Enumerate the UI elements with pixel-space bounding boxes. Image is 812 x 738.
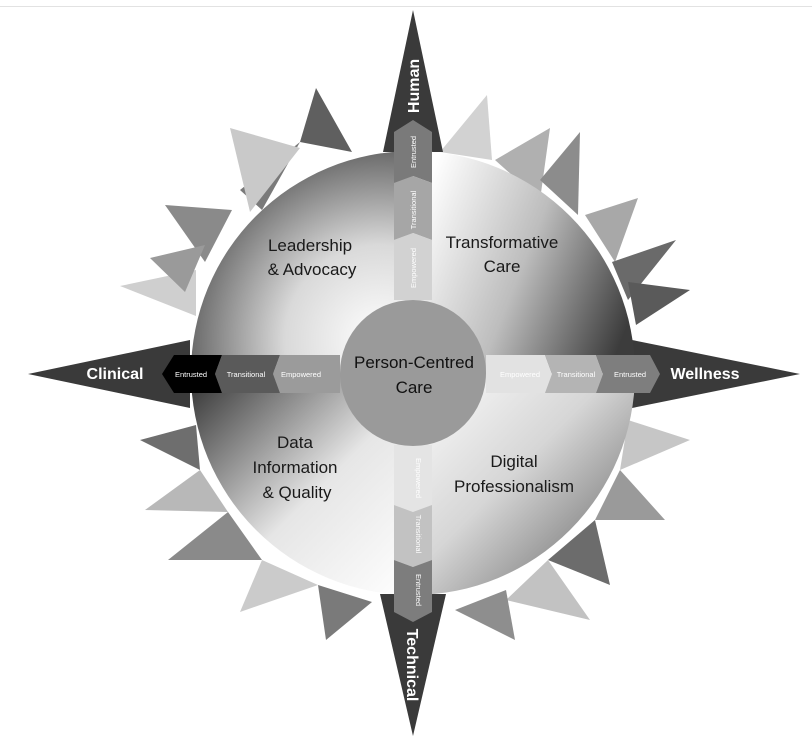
stage-label-top-transitional: Transitional — [409, 190, 418, 229]
spike — [628, 282, 690, 325]
chevron-transitional-top — [394, 176, 432, 240]
chevron-empowered-bottom — [394, 445, 432, 512]
top-border-line — [0, 0, 812, 7]
stage-label-top-entrusted: Entrusted — [409, 136, 418, 168]
quadrant-label-br-1: Digital — [490, 452, 537, 471]
quadrant-label-bl-2: Information — [252, 458, 337, 477]
stage-label-top-empowered: Empowered — [409, 248, 418, 288]
spike — [240, 560, 318, 612]
quadrant-label-tr-1: Transformative — [446, 233, 559, 252]
quadrant-label-bl-1: Data — [277, 433, 313, 452]
quadrant-label-tr-2: Care — [484, 257, 521, 276]
spike — [595, 470, 665, 520]
spike — [506, 560, 590, 620]
quadrant-top-right — [413, 151, 635, 373]
spike — [300, 88, 352, 152]
chevron-transitional-right — [545, 355, 603, 393]
stage-label-left-entrusted: Entrusted — [175, 370, 207, 379]
spike — [440, 95, 492, 160]
stage-label-right-entrusted: Entrusted — [614, 370, 646, 379]
stage-label-bottom-transitional: Transitional — [414, 515, 423, 554]
chevron-transitional-left — [215, 355, 280, 393]
stage-label-left-transitional: Transitional — [227, 370, 266, 379]
spike — [145, 470, 228, 512]
spike — [150, 245, 205, 292]
direction-label-bottom: Technical — [403, 629, 420, 702]
spike — [612, 240, 676, 300]
quadrant-label-bl-3: & Quality — [263, 483, 332, 502]
chevron-entrusted-bottom — [394, 560, 432, 622]
direction-label-right: Wellness — [670, 366, 739, 383]
chevrons-left: Entrusted Transitional Empowered — [162, 355, 340, 393]
spike — [620, 420, 690, 470]
chevrons-bottom: Empowered Transitional Entrusted — [394, 445, 432, 622]
chevron-entrusted-left — [162, 355, 222, 393]
spike — [495, 128, 550, 200]
compass-point-right — [632, 340, 800, 408]
stage-label-right-empowered: Empowered — [500, 370, 540, 379]
chevron-entrusted-top — [394, 120, 432, 183]
direction-label-top: Human — [406, 59, 423, 113]
direction-label-left: Clinical — [87, 366, 144, 383]
center-title-line1: Person-Centred — [354, 353, 474, 372]
stage-label-left-empowered: Empowered — [281, 370, 321, 379]
stage-label-bottom-entrusted: Entrusted — [414, 574, 423, 606]
center-disc — [340, 300, 486, 446]
compass-point-bottom — [380, 594, 446, 736]
quadrant-disc — [191, 151, 635, 595]
stage-label-right-transitional: Transitional — [557, 370, 596, 379]
compass-point-left — [28, 340, 190, 408]
quadrant-bottom-left — [191, 373, 413, 595]
spike — [548, 520, 610, 585]
quadrant-top-left — [191, 151, 413, 373]
star-spikes — [120, 88, 690, 640]
center-title-line2: Care — [396, 378, 433, 397]
spike — [230, 128, 300, 212]
chevron-transitional-bottom — [394, 505, 432, 567]
chevron-empowered-top — [394, 233, 432, 300]
quadrant-label-tl-1: Leadership — [268, 236, 352, 255]
spike — [165, 205, 232, 262]
spike — [585, 198, 638, 262]
spike — [140, 425, 200, 470]
chevron-empowered-left — [273, 355, 340, 393]
spike — [318, 585, 372, 640]
compass-point-top — [383, 10, 443, 152]
chevrons-right: Empowered Transitional Entrusted — [486, 355, 660, 393]
compass-points — [28, 10, 800, 736]
quadrant-label-br-2: Professionalism — [454, 477, 574, 496]
stage-label-bottom-empowered: Empowered — [414, 458, 423, 498]
spike — [168, 512, 262, 560]
quadrant-bottom-right — [413, 373, 635, 595]
spike — [540, 132, 580, 215]
chevrons-top: Entrusted Transitional Empowered — [394, 120, 432, 300]
quadrant-label-tl-2: & Advocacy — [268, 260, 357, 279]
spike — [455, 590, 515, 640]
chevron-empowered-right — [486, 355, 552, 393]
chevron-entrusted-right — [596, 355, 660, 393]
